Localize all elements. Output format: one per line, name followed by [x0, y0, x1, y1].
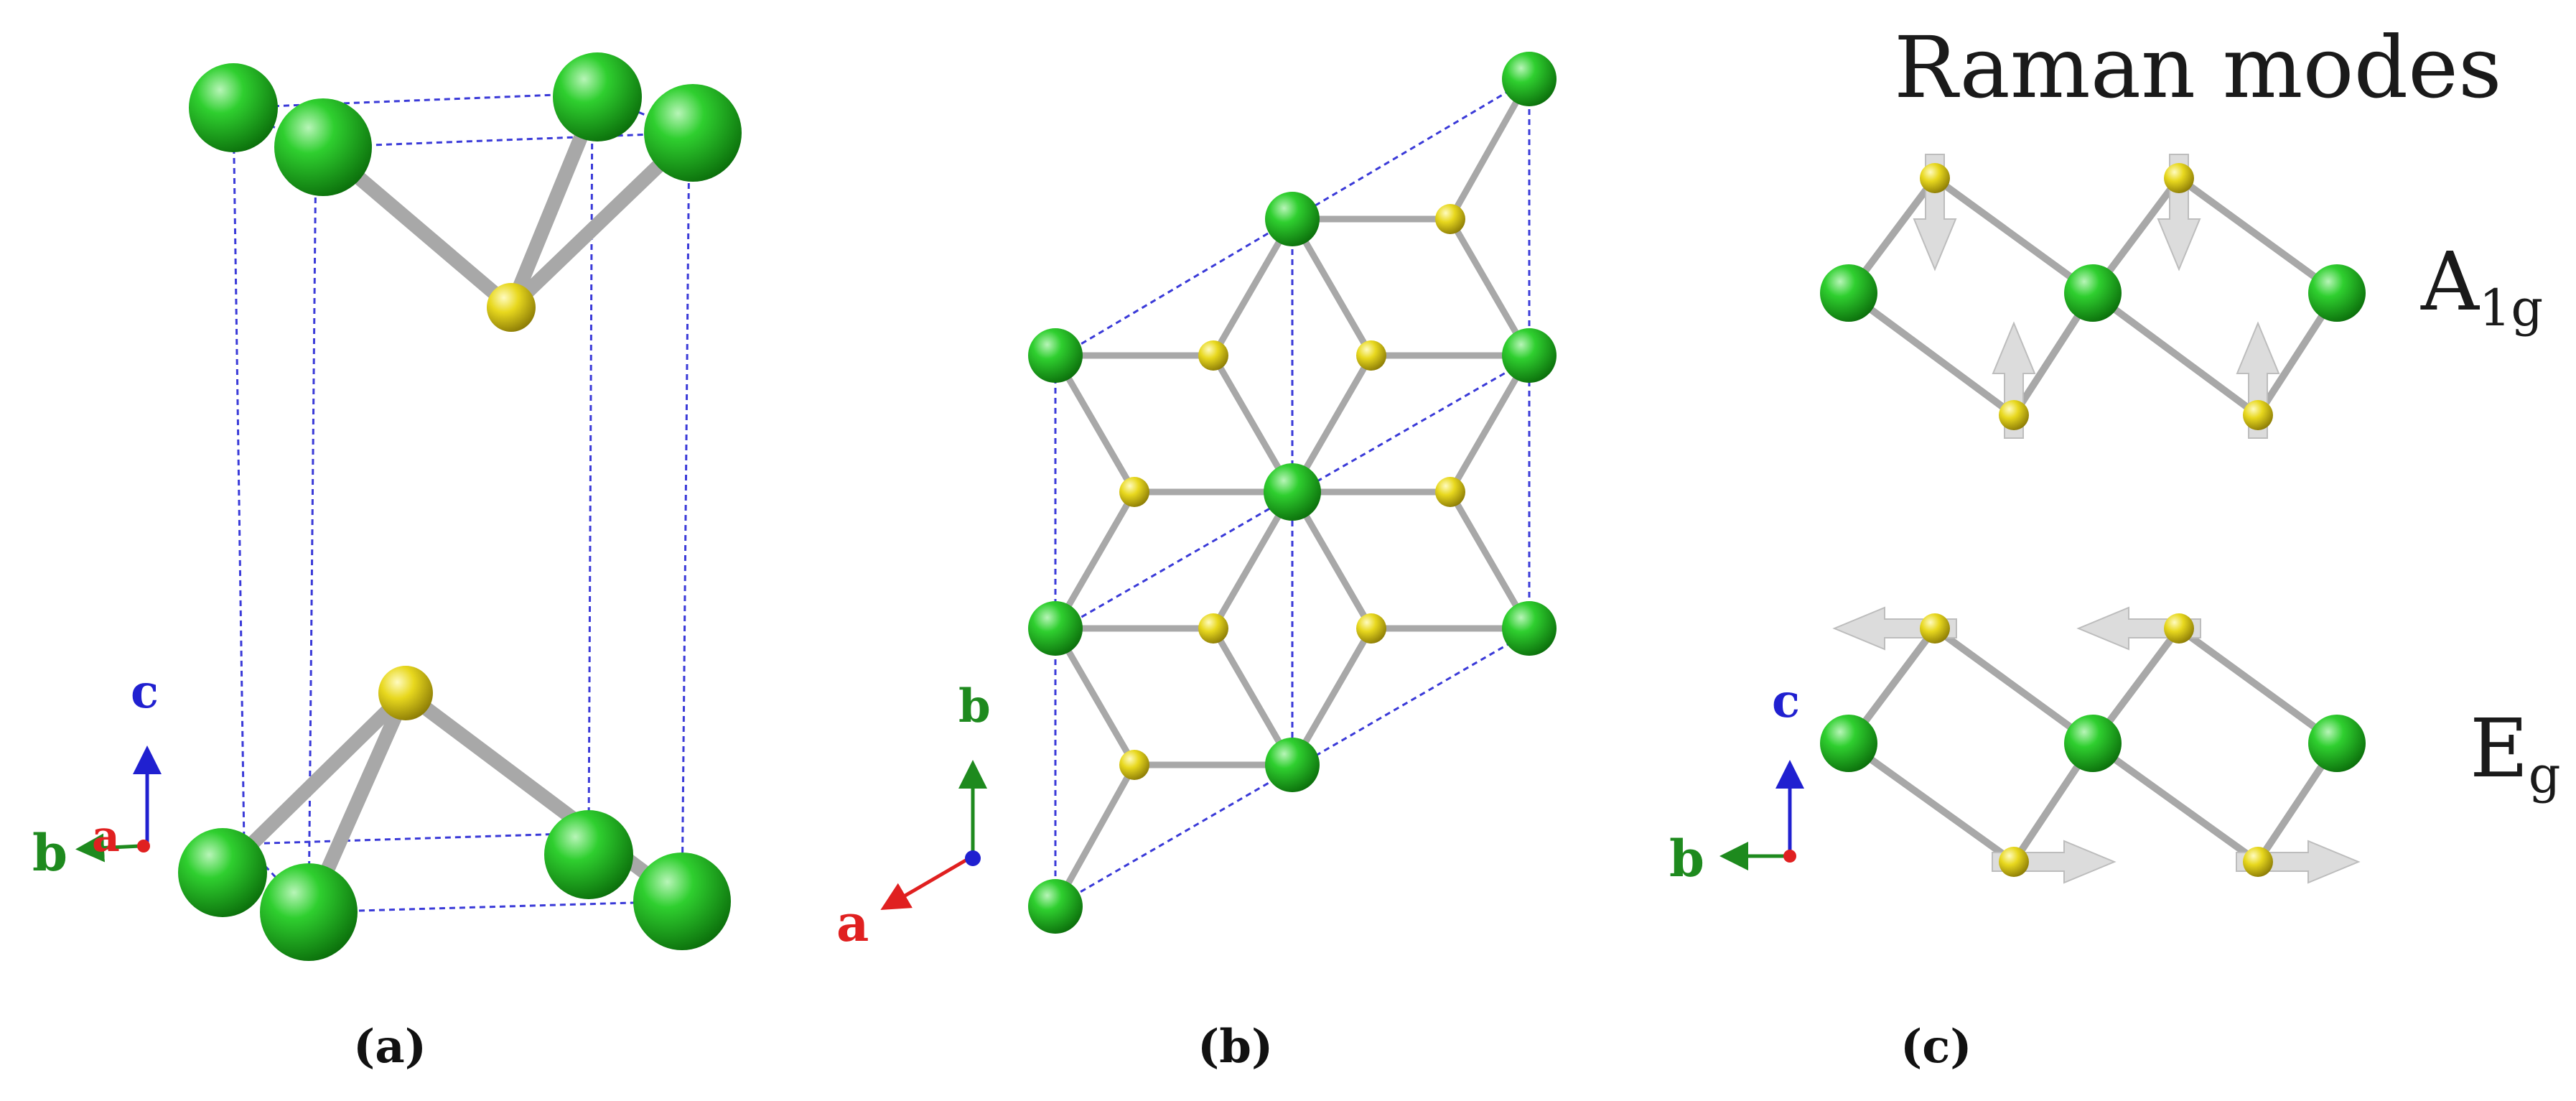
mode-label-eg-base: E — [2470, 702, 2529, 796]
eg-displacement-arrows — [1832, 606, 2361, 884]
mode-label-eg: Eg — [2470, 702, 2561, 804]
atoms — [178, 52, 742, 961]
panel-a-structure: c b a — [32, 52, 742, 961]
panel-b-structure: b a — [836, 52, 1557, 953]
chalcogen-atom — [1999, 847, 2029, 877]
axis-label-c: c — [1772, 674, 1800, 728]
metal-atom — [1028, 328, 1083, 383]
metal-atom — [1820, 264, 1877, 322]
metal-atom — [178, 828, 267, 917]
axis-triad-a: c b a — [32, 665, 162, 883]
chalcogen-atom — [1356, 340, 1386, 371]
raman-modes-title: Raman modes — [1894, 18, 2502, 117]
chalcogen-atom — [1198, 340, 1228, 371]
caption-b: (b) — [1198, 1020, 1274, 1074]
metal-atom — [274, 98, 372, 196]
metal-atom — [2308, 715, 2366, 772]
caption-c: (c) — [1900, 1020, 1972, 1074]
chalcogen-atom — [1356, 613, 1386, 644]
caption-a: (a) — [353, 1020, 427, 1074]
metal-atom — [2308, 264, 2366, 322]
axis-label-a: a — [836, 893, 869, 953]
atoms — [1028, 52, 1557, 934]
axis-label-b: b — [1669, 829, 1704, 888]
metal-atom — [1028, 601, 1083, 656]
chalcogen-atom — [1198, 613, 1228, 644]
chalcogen-atom — [1920, 613, 1950, 644]
metal-atom — [544, 810, 633, 899]
chalcogen-atom — [1119, 750, 1149, 780]
metal-atom — [2064, 264, 2122, 322]
metal-atom — [1502, 601, 1557, 656]
mode-label-a1g: A1g — [2421, 236, 2543, 338]
metal-atom — [1502, 328, 1557, 383]
chalcogen-atom — [2243, 847, 2273, 877]
axis-label-b: b — [32, 823, 67, 883]
mode-label-a1g-base: A — [2421, 236, 2479, 329]
chalcogen-atom — [1435, 477, 1465, 507]
metal-atom — [1265, 738, 1320, 792]
chalcogen-atom — [1435, 204, 1465, 234]
chalcogen-atom — [1119, 477, 1149, 507]
bonds — [215, 90, 700, 919]
metal-atom — [1028, 879, 1083, 934]
chalcogen-atom — [378, 666, 433, 720]
metal-atom — [1264, 463, 1321, 521]
panel-c-structure: c b — [1669, 154, 2366, 888]
chalcogen-atom — [1999, 400, 2029, 430]
mode-label-eg-sub: g — [2528, 745, 2561, 804]
axis-label-c: c — [131, 665, 159, 719]
eg-mode-chain — [1820, 606, 2366, 884]
axis-label-a: a — [92, 812, 120, 862]
mode-label-a1g-sub: 1g — [2478, 279, 2544, 338]
chalcogen-atom — [2164, 613, 2194, 644]
metal-atom — [1820, 715, 1877, 772]
axis-label-b: b — [958, 679, 991, 733]
a1g-mode-chain — [1820, 154, 2366, 439]
chalcogen-atom — [2243, 400, 2273, 430]
chalcogen-atom — [1920, 163, 1950, 193]
metal-atom — [189, 63, 278, 152]
metal-atom — [633, 853, 731, 950]
metal-atom — [1502, 52, 1557, 106]
metal-atom — [644, 84, 742, 182]
metal-atom — [1265, 192, 1320, 246]
metal-atom — [260, 863, 358, 961]
chalcogen-atom — [487, 283, 536, 332]
axis-triad-b: b a — [836, 679, 991, 953]
metal-atom — [2064, 715, 2122, 772]
chalcogen-atom — [2164, 163, 2194, 193]
axis-triad-c: c b — [1669, 674, 1804, 888]
a1g-displacement-arrows — [1913, 154, 2280, 439]
metal-atom — [553, 52, 642, 141]
